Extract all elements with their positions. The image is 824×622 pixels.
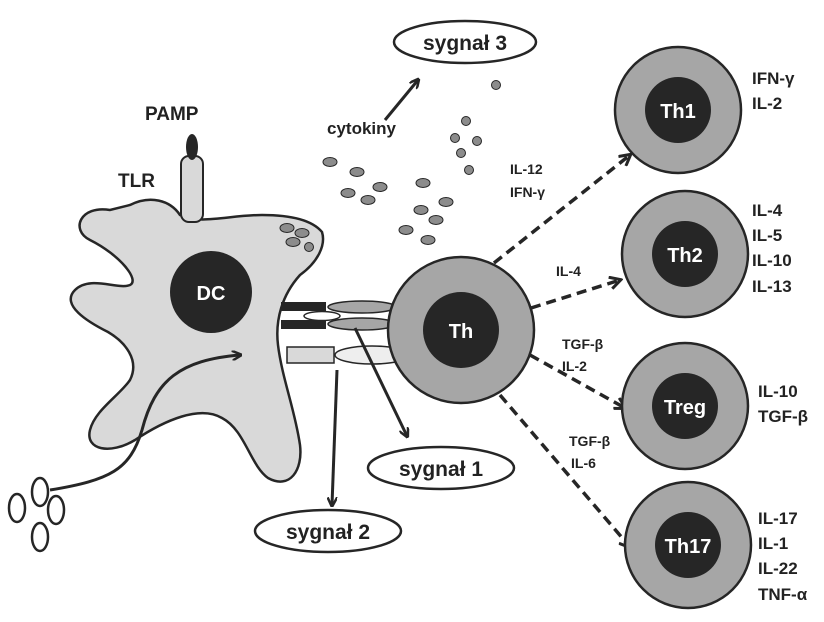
th17-product: IL-17 [758, 509, 798, 528]
th-cell-label: Th [449, 321, 473, 343]
th2-cell-core [652, 221, 718, 287]
treg-cell-label: Treg [664, 397, 706, 419]
arrow-to-th2 [530, 280, 620, 310]
treg-product: IL-10 [758, 382, 798, 401]
th2-product: IL-13 [752, 277, 792, 296]
treg-product: TGF-β [758, 407, 808, 426]
th17-arrow-label-2: IL-6 [571, 455, 596, 471]
signal-2-label: sygnał 2 [286, 521, 370, 544]
th1-product: IFN-γ [752, 69, 795, 88]
th2-product: IL-5 [752, 226, 782, 245]
signal-1-label: sygnał 1 [399, 458, 483, 481]
signal-3-ellipse [392, 19, 538, 65]
th1-cell-core [645, 77, 711, 143]
th17-arrow-label-1: TGF-β [569, 433, 611, 449]
th1-cell-label: Th1 [660, 101, 696, 123]
th17-product: TNF-α [758, 585, 808, 604]
arrow-to-treg [529, 353, 625, 408]
th2-product: IL-4 [752, 201, 783, 220]
cytokines-label: cytokiny [327, 119, 397, 138]
dc-secretion-ifn: IFN-γ [510, 184, 545, 200]
th17-product: IL-22 [758, 559, 798, 578]
dendritic-cell-body [69, 198, 325, 483]
th-cell-core [423, 292, 499, 368]
dc-nucleus [170, 251, 252, 333]
th2-cell-label: Th2 [667, 245, 703, 267]
th17-cell-label: Th17 [665, 536, 712, 558]
dc-secretion-il12: IL-12 [510, 161, 543, 177]
tlr-label: TLR [118, 171, 155, 192]
treg-arrow-label-1: TGF-β [562, 336, 604, 352]
signal-1-ellipse [366, 445, 516, 491]
pamp-molecule [186, 134, 198, 160]
th17-product: IL-1 [758, 534, 788, 553]
signal-3-arrow [383, 80, 418, 121]
mhc-tcr-complex [281, 300, 410, 365]
pamp-label: PAMP [145, 104, 199, 125]
dc-granules [279, 223, 314, 252]
signal-2-ellipse [253, 508, 403, 554]
cytokine-granules [322, 80, 501, 245]
antigen-uptake-arrow [49, 355, 240, 492]
treg-arrow-label-2: IL-2 [562, 358, 587, 374]
th17-cell-core [655, 512, 721, 578]
treg-cell-core [652, 373, 718, 439]
arrow-to-th17 [498, 393, 630, 547]
antigen-particles [7, 476, 66, 553]
dc-label: DC [197, 283, 226, 305]
tlr-receptor [180, 155, 204, 223]
signal-2-arrow [332, 369, 339, 505]
th2-product: IL-10 [752, 251, 792, 270]
arrow-to-th1 [492, 155, 630, 265]
th1-product: IL-2 [752, 94, 782, 113]
signal-1-arrow [353, 327, 407, 436]
th2-arrow-label: IL-4 [556, 263, 581, 279]
signal-3-label: sygnał 3 [423, 32, 507, 55]
